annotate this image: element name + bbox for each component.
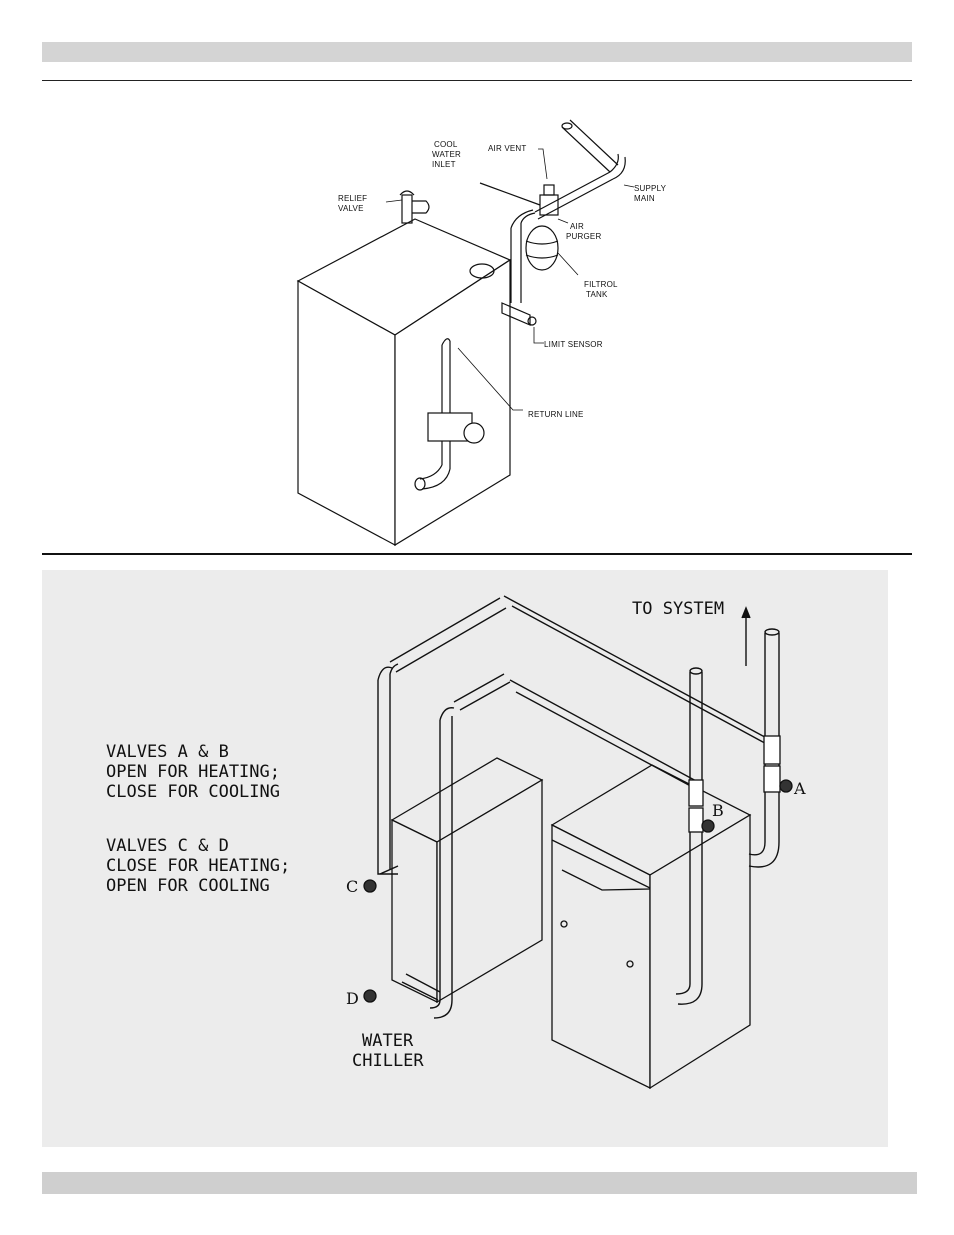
label-relief-line1: RELIEF <box>338 194 367 203</box>
label-supply-line1: SUPPLY <box>634 184 667 193</box>
middle-divider <box>42 553 912 555</box>
valve-b-body <box>689 780 703 806</box>
note-ab-line2: OPEN FOR HEATING; <box>106 762 280 782</box>
label-supply-line2: MAIN <box>634 194 655 203</box>
label-filtrol-line2: TANK <box>586 290 608 299</box>
note-cd-line1: VALVES C & D <box>106 836 290 856</box>
valve-b-handle <box>702 820 714 832</box>
supply-riser <box>511 223 521 303</box>
valve-d-handle <box>364 990 376 1002</box>
note-cd-line3: OPEN FOR COOLING <box>106 876 290 896</box>
label-air-vent: AIR VENT <box>488 144 527 153</box>
valve-a-collar <box>764 766 780 792</box>
valve-a-body <box>764 736 780 764</box>
header-band <box>42 42 912 62</box>
note-ab-line3: CLOSE FOR COOLING <box>106 782 280 802</box>
label-valve-a: A <box>793 779 806 798</box>
relief-valve <box>402 195 412 223</box>
label-to-system: TO SYSTEM <box>632 599 724 619</box>
label-purger-line2: PURGER <box>566 232 601 241</box>
label-valve-b: B <box>712 801 724 820</box>
label-cool-line2: WATER <box>432 150 461 159</box>
filtrol-tank <box>526 226 558 270</box>
label-chiller-line2: CHILLER <box>352 1051 424 1071</box>
footer-band <box>42 1172 917 1194</box>
boiler-piping-diagram: COOL WATER INLET AIR VENT SUPPLY MAIN RE… <box>270 115 690 547</box>
air-vent <box>544 185 554 195</box>
note-ab-line1: VALVES A & B <box>106 742 280 762</box>
label-purger-line1: AIR <box>570 222 584 231</box>
label-valve-d: D <box>346 989 359 1008</box>
label-valve-c: C <box>346 877 358 896</box>
valve-c-handle <box>364 880 376 892</box>
valve-b-collar <box>689 808 703 832</box>
label-limit-sensor: LIMIT SENSOR <box>544 340 603 349</box>
label-cool-line1: COOL <box>434 140 458 149</box>
outer-supply-pipe <box>378 674 390 866</box>
valve-a-handle <box>780 780 792 792</box>
label-cool-line3: INLET <box>432 160 456 169</box>
top-divider <box>42 80 912 81</box>
label-filtrol-line1: FILTROL <box>584 280 618 289</box>
label-return-line: RETURN LINE <box>528 410 584 419</box>
chiller-left <box>392 820 437 1002</box>
note-cd-line2: CLOSE FOR HEATING; <box>106 856 290 876</box>
label-relief-line2: VALVE <box>338 204 364 213</box>
label-chiller-line1: WATER <box>362 1031 414 1051</box>
